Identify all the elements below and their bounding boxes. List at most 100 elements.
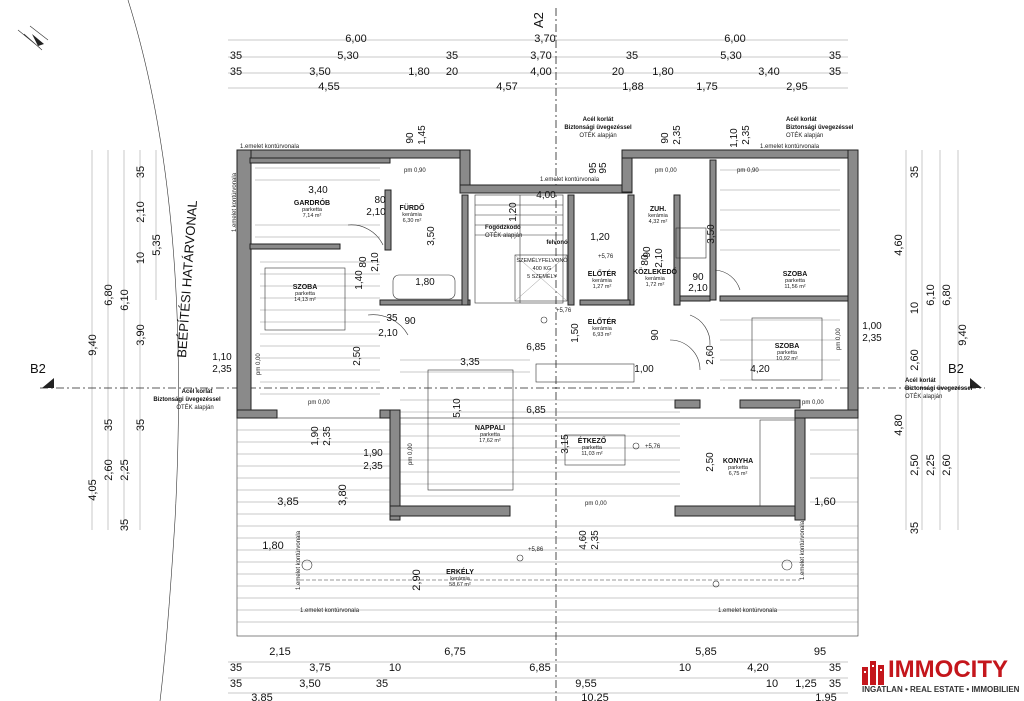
svg-text:ELŐTÉR: ELŐTÉR bbox=[588, 317, 616, 326]
room-nappali: NAPPALI parketta 17,62 m² bbox=[475, 425, 505, 444]
svg-text:20: 20 bbox=[446, 66, 458, 78]
lift-label: felvonó SZEMÉLYFELVONÓ 400 KG 5 SZEMÉLY bbox=[516, 240, 568, 280]
svg-text:Biztonsági üvegezéssel: Biztonsági üvegezéssel bbox=[564, 125, 632, 131]
railing-note-2: Acél korlát Biztonsági üvegezéssel OTÉK … bbox=[786, 117, 854, 139]
svg-text:ERKÉLY: ERKÉLY bbox=[446, 567, 474, 576]
svg-text:2,35: 2,35 bbox=[862, 333, 882, 344]
svg-text:3,85: 3,85 bbox=[251, 692, 272, 701]
svg-text:Biztonsági üvegezéssel: Biztonsági üvegezéssel bbox=[905, 386, 973, 392]
svg-text:90: 90 bbox=[650, 329, 661, 341]
svg-text:95: 95 bbox=[598, 162, 609, 174]
svg-text:95: 95 bbox=[814, 646, 826, 658]
room-erkely: ERKÉLY kerámia 58,67 m² bbox=[446, 567, 474, 588]
contour-label-1: 1.emelet kontúrvonala bbox=[240, 144, 300, 150]
svg-text:11,56 m²: 11,56 m² bbox=[784, 284, 805, 290]
floor-hatching bbox=[255, 167, 840, 497]
svg-text:3,50: 3,50 bbox=[299, 678, 320, 690]
svg-text:5,10: 5,10 bbox=[452, 398, 463, 418]
balcony-outline bbox=[236, 417, 859, 637]
island-counter bbox=[535, 363, 635, 383]
svg-text:3,80: 3,80 bbox=[337, 484, 349, 505]
svg-text:ZUH.: ZUH. bbox=[650, 206, 666, 213]
svg-text:4,32 m²: 4,32 m² bbox=[649, 219, 668, 225]
svg-text:35: 35 bbox=[135, 419, 147, 431]
svg-text:SZOBA: SZOBA bbox=[293, 284, 318, 291]
lift-shaft bbox=[514, 254, 568, 302]
svg-text:35: 35 bbox=[909, 522, 921, 534]
svg-text:2,50: 2,50 bbox=[352, 346, 363, 366]
svg-text:Biztonsági üvegezéssel: Biztonsági üvegezéssel bbox=[786, 125, 854, 131]
svg-text:SZEMÉLYFELVONÓ: SZEMÉLYFELVONÓ bbox=[516, 257, 568, 264]
svg-text:6,10: 6,10 bbox=[925, 284, 937, 305]
svg-text:1,20: 1,20 bbox=[508, 202, 519, 222]
svg-text:10: 10 bbox=[135, 252, 147, 264]
room-eloter-1: ELŐTÉR kerámia 1,27 m² bbox=[588, 269, 616, 290]
svg-text:Fogódzkodó: Fogódzkodó bbox=[485, 225, 521, 231]
svg-text:pm 0,00: pm 0,00 bbox=[408, 443, 414, 465]
svg-text:Acél korlát: Acél korlát bbox=[905, 378, 936, 384]
room-etkezo: ÉTKEZŐ parketta 11,03 m² bbox=[578, 436, 607, 457]
svg-text:4,00: 4,00 bbox=[536, 190, 556, 201]
top-dimensions: 6,00 3,70 6,00 35 5,30 35 3,70 35 5,30 3… bbox=[230, 33, 841, 93]
svg-text:17,62 m²: 17,62 m² bbox=[479, 438, 501, 444]
bottom-dimensions: 2,15 6,75 5,85 95 35 3,75 10 6,85 10 4,2… bbox=[230, 646, 841, 701]
svg-text:1,10: 1,10 bbox=[212, 352, 232, 363]
svg-text:pm 0,00: pm 0,00 bbox=[256, 353, 262, 375]
room-zuh: ZUH. kerámia 4,32 m² bbox=[648, 206, 669, 225]
svg-text:35: 35 bbox=[829, 50, 841, 62]
room-gardrob: GARDRÓB parketta 7,14 m² bbox=[294, 198, 330, 219]
contour-label-4: 1.emelet kontúrvonala bbox=[232, 172, 238, 232]
svg-text:2,10: 2,10 bbox=[135, 201, 147, 222]
svg-text:3,50: 3,50 bbox=[706, 224, 717, 244]
svg-text:2,10: 2,10 bbox=[654, 248, 665, 268]
svg-text:kerámia: kerámia bbox=[645, 276, 666, 282]
svg-text:OTÉK alapján: OTÉK alapján bbox=[786, 132, 823, 139]
svg-text:90: 90 bbox=[404, 316, 416, 327]
svg-text:3,35: 3,35 bbox=[460, 357, 480, 368]
svg-text:kerámia: kerámia bbox=[592, 326, 613, 332]
svg-text:35: 35 bbox=[446, 50, 458, 62]
svg-text:OTÉK alapján: OTÉK alapján bbox=[485, 232, 522, 239]
svg-text:+5,76: +5,76 bbox=[556, 308, 572, 314]
room-kozlekedo: KÖZLEKEDŐ kerámia 1,72 m² bbox=[633, 267, 678, 288]
svg-text:1,80: 1,80 bbox=[408, 66, 429, 78]
railing-note-1: Acél korlát Biztonsági üvegezéssel OTÉK … bbox=[564, 117, 632, 139]
svg-text:4,00: 4,00 bbox=[530, 66, 551, 78]
svg-text:95: 95 bbox=[588, 162, 599, 174]
dimension-lines bbox=[91, 39, 959, 694]
svg-text:pm 0,00: pm 0,00 bbox=[308, 400, 330, 406]
dim-top-1: 3,70 bbox=[534, 33, 555, 45]
svg-text:1,80: 1,80 bbox=[415, 277, 435, 288]
svg-text:80: 80 bbox=[374, 195, 386, 206]
svg-text:parketta: parketta bbox=[302, 207, 323, 213]
svg-text:35: 35 bbox=[230, 678, 242, 690]
railing-note-3: Acél korlát Biztonsági üvegezéssel OTÉK … bbox=[153, 389, 221, 411]
svg-text:2,60: 2,60 bbox=[909, 349, 921, 370]
svg-text:35: 35 bbox=[230, 50, 242, 62]
room-eloter-2: ELŐTÉR kerámia 6,93 m² bbox=[588, 317, 616, 338]
contour-label-3: 1.emelet kontúrvonala bbox=[760, 144, 820, 150]
svg-text:pm 0,90: pm 0,90 bbox=[737, 168, 759, 174]
svg-text:+5,76: +5,76 bbox=[645, 444, 661, 450]
svg-text:kerámia: kerámia bbox=[592, 278, 613, 284]
room-furdo: FÜRDŐ kerámia 6,30 m² bbox=[400, 203, 425, 224]
svg-text:pm 0,90: pm 0,90 bbox=[404, 168, 426, 174]
svg-text:Acél korlát: Acél korlát bbox=[182, 389, 213, 395]
boundary-label: BEÉPÍTÉSI HATÁRVONAL bbox=[174, 200, 200, 358]
svg-text:2,35: 2,35 bbox=[212, 364, 232, 375]
svg-text:35: 35 bbox=[909, 166, 921, 178]
svg-text:Biztonsági üvegezéssel: Biztonsági üvegezéssel bbox=[153, 397, 221, 403]
svg-text:SZOBA: SZOBA bbox=[783, 271, 808, 278]
svg-text:35: 35 bbox=[829, 662, 841, 674]
svg-text:2,35: 2,35 bbox=[363, 461, 383, 472]
sill-heights: pm 0,90 pm 0,00 pm 0,00 pm 0,00 pm 0,00 … bbox=[256, 168, 842, 507]
svg-text:5 SZEMÉLY: 5 SZEMÉLY bbox=[527, 273, 557, 280]
svg-text:2,10: 2,10 bbox=[688, 283, 708, 294]
svg-text:2,10: 2,10 bbox=[370, 252, 381, 272]
logo-brand: IMMOCITY bbox=[888, 656, 1008, 683]
svg-text:80: 80 bbox=[358, 256, 369, 268]
svg-text:3,50: 3,50 bbox=[426, 226, 437, 246]
svg-text:parketta: parketta bbox=[295, 291, 316, 297]
svg-text:+5,76: +5,76 bbox=[598, 254, 614, 260]
svg-text:2,35: 2,35 bbox=[741, 125, 752, 145]
